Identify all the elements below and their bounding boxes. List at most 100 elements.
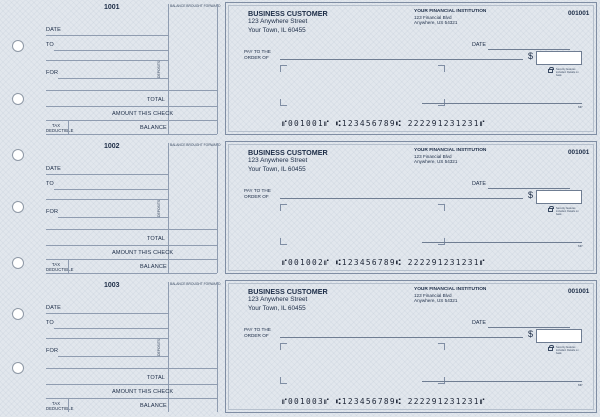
dollar-sign: $ <box>528 329 534 339</box>
check-number: 001001 <box>568 288 590 295</box>
customer-address-line2: Your Town, IL 60455 <box>248 27 306 34</box>
stub-divider <box>217 4 218 134</box>
signature-line[interactable] <box>422 103 582 104</box>
corner-mark-icon <box>438 377 445 384</box>
stub-for-label: FOR <box>46 70 59 76</box>
payee-field[interactable] <box>280 337 523 338</box>
stub-to-label: TO <box>46 181 54 187</box>
micr-line: ⑈001003⑈ ⑆123456789⑆ 222291231231⑈ <box>282 397 486 406</box>
security-features-text: Security features included. Details on b… <box>556 68 579 77</box>
mp-label: MP <box>578 383 583 387</box>
stub-divider <box>168 282 169 412</box>
pay-to-label: PAY TO THE ORDER OF <box>244 49 271 60</box>
customer-address-line1: 123 Anywhere Street <box>248 296 308 303</box>
mp-label: MP <box>578 244 583 248</box>
stub-date-line[interactable] <box>46 35 168 36</box>
amount-field[interactable] <box>536 329 582 343</box>
binder-hole-icon <box>12 40 24 52</box>
binder-hole-icon <box>12 201 24 213</box>
corner-mark-icon <box>280 238 287 245</box>
check: BUSINESS CUSTOMER 123 Anywhere Street Yo… <box>225 141 597 274</box>
balance-label: BALANCE <box>140 264 167 270</box>
amount-this-check-label: AMOUNT THIS CHECK <box>112 250 174 256</box>
check-number: 001001 <box>568 10 590 17</box>
stub-to-label: TO <box>46 320 54 326</box>
check-border <box>228 144 594 271</box>
stub-for-line[interactable] <box>58 78 168 79</box>
bank-name: YOUR FINANCIAL INSTITUTION <box>414 287 487 292</box>
check-set-2: 1002 BALANCE BROUGHT FORWARD DATE TO FOR… <box>0 139 600 278</box>
check: BUSINESS CUSTOMER 123 Anywhere Street Yo… <box>225 2 597 135</box>
stub-date-line[interactable] <box>46 313 168 314</box>
binder-hole-icon <box>12 149 24 161</box>
pay-to-line1: PAY TO THE <box>244 188 271 193</box>
binder-hole-icon <box>12 362 24 374</box>
corner-mark-icon <box>280 99 287 106</box>
balance-label: BALANCE <box>140 403 167 409</box>
padlock-icon <box>548 67 554 73</box>
balance-forward-label: BALANCE BROUGHT FORWARD <box>170 143 221 147</box>
stub-to-line[interactable] <box>54 328 168 329</box>
payee-field[interactable] <box>280 59 523 60</box>
date-field[interactable] <box>488 188 570 189</box>
balance-label: BALANCE <box>140 125 167 131</box>
balance-forward-label: BALANCE BROUGHT FORWARD <box>170 282 221 286</box>
check-set-3: 1003 BALANCE BROUGHT FORWARD DATE TO FOR… <box>0 278 600 417</box>
tax-label: TAX <box>52 123 61 128</box>
corner-mark-icon <box>280 343 287 350</box>
stub-for-line[interactable] <box>58 356 168 357</box>
total-label: TOTAL <box>147 375 166 381</box>
stub-for-line[interactable] <box>58 217 168 218</box>
deposits-label: DEPOSITS <box>157 338 161 356</box>
customer-address-line2: Your Town, IL 60455 <box>248 305 306 312</box>
stub-to-line[interactable] <box>54 189 168 190</box>
check-border <box>228 283 594 410</box>
corner-mark-icon <box>438 99 445 106</box>
stub-date-label: DATE <box>46 305 61 311</box>
deductible-label: DEDUCTIBLE <box>46 406 74 411</box>
deposits-label: DEPOSITS <box>157 60 161 78</box>
pay-to-label: PAY TO THE ORDER OF <box>244 188 271 199</box>
customer-address-line1: 123 Anywhere Street <box>248 18 308 25</box>
balance-forward-label: BALANCE BROUGHT FORWARD <box>170 4 221 8</box>
deposits-label: DEPOSITS <box>157 199 161 217</box>
date-field[interactable] <box>488 49 570 50</box>
deductible-label: DEDUCTIBLE <box>46 267 74 272</box>
security-features-text: Security features included. Details on b… <box>556 346 579 355</box>
stub-for-label: FOR <box>46 348 59 354</box>
stub-number: 1001 <box>104 4 120 11</box>
pay-to-line2: ORDER OF <box>244 193 269 199</box>
stub-to-line-2[interactable] <box>46 338 168 339</box>
stub-to-line-2[interactable] <box>46 199 168 200</box>
signature-line[interactable] <box>422 242 582 243</box>
stub-to-line[interactable] <box>54 50 168 51</box>
stub-date-label: DATE <box>46 27 61 33</box>
signature-line[interactable] <box>422 381 582 382</box>
tax-box-divider <box>68 120 69 134</box>
binder-hole-icon <box>12 93 24 105</box>
amount-field[interactable] <box>536 51 582 65</box>
bank-address-line2: Anywhere, US 54321 <box>414 20 458 25</box>
corner-mark-icon <box>438 204 445 211</box>
corner-mark-icon <box>280 377 287 384</box>
dollar-sign: $ <box>528 51 534 61</box>
date-label: DATE <box>472 181 486 187</box>
stub-for-label: FOR <box>46 209 59 215</box>
stub-date-line[interactable] <box>46 174 168 175</box>
stub-divider <box>168 143 169 273</box>
customer-address-line2: Your Town, IL 60455 <box>248 166 306 173</box>
pay-to-line1: PAY TO THE <box>244 327 271 332</box>
corner-mark-icon <box>438 343 445 350</box>
stub-to-line-2[interactable] <box>46 60 168 61</box>
binder-hole-icon <box>12 257 24 269</box>
padlock-icon <box>548 206 554 212</box>
corner-mark-icon <box>438 65 445 72</box>
payee-field[interactable] <box>280 198 523 199</box>
amount-field[interactable] <box>536 190 582 204</box>
date-field[interactable] <box>488 327 570 328</box>
security-features-text: Security features included. Details on b… <box>556 207 579 216</box>
corner-mark-icon <box>280 204 287 211</box>
pay-to-label: PAY TO THE ORDER OF <box>244 327 271 338</box>
stub-row-line <box>46 134 217 135</box>
